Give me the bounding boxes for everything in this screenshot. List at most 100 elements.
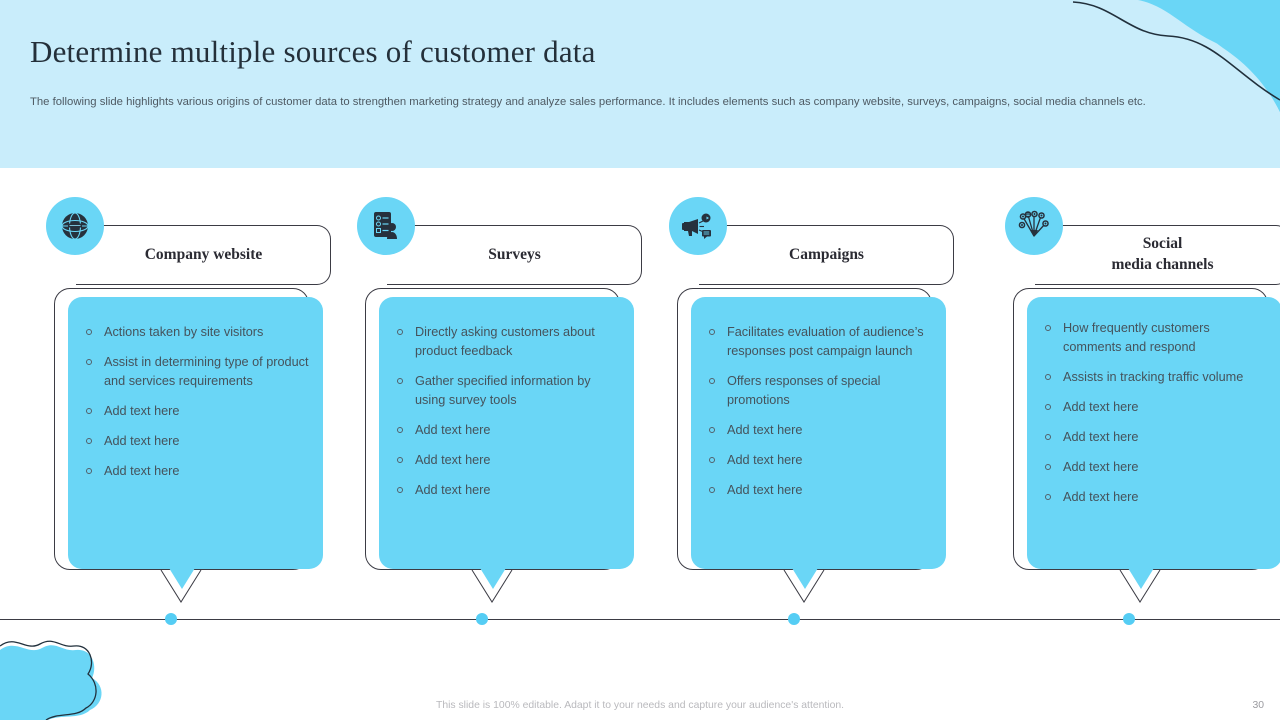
list-item: Add text here bbox=[1041, 428, 1268, 447]
page-title: Determine multiple sources of customer d… bbox=[30, 34, 596, 69]
timeline-dot[interactable] bbox=[788, 613, 800, 625]
bullet-icon bbox=[709, 377, 715, 384]
list-item: Add text here bbox=[1041, 398, 1268, 417]
timeline bbox=[0, 613, 1280, 625]
list-item: Offers responses of special promotions bbox=[705, 372, 932, 410]
card-social-media-channels[interactable]: Social media channels How frequently cus… bbox=[1005, 188, 1280, 603]
bullet-icon bbox=[86, 328, 92, 335]
bullet-icon bbox=[86, 467, 92, 474]
bullet-icon bbox=[1045, 493, 1051, 500]
list-item-label: Add text here bbox=[415, 423, 491, 437]
bullet-list: How frequently customers comments and re… bbox=[1041, 319, 1268, 507]
bullet-icon bbox=[1045, 463, 1051, 470]
list-item: Gather specified information by using su… bbox=[393, 372, 620, 410]
megaphone-icon bbox=[669, 197, 727, 255]
list-item: Add text here bbox=[82, 432, 309, 451]
social-network-icon bbox=[1005, 197, 1063, 255]
bullet-list: Facilitates evaluation of audience’s res… bbox=[705, 323, 932, 500]
list-item-label: Add text here bbox=[1063, 460, 1139, 474]
bubble-tail-icon bbox=[160, 568, 202, 603]
card-title: Campaigns bbox=[789, 245, 864, 263]
card-header: Campaigns bbox=[699, 225, 954, 285]
list-item-label: Add text here bbox=[104, 404, 180, 418]
bullet-icon bbox=[86, 437, 92, 444]
bubble-tail-icon bbox=[471, 568, 513, 603]
list-item: Add text here bbox=[705, 451, 932, 470]
list-item-label: How frequently customers comments and re… bbox=[1063, 321, 1210, 354]
list-item: How frequently customers comments and re… bbox=[1041, 319, 1268, 357]
list-item-label: Add text here bbox=[1063, 400, 1139, 414]
list-item-label: Add text here bbox=[104, 434, 180, 448]
list-item-label: Add text here bbox=[727, 423, 803, 437]
list-item: Add text here bbox=[82, 462, 309, 481]
card-title: Surveys bbox=[488, 245, 541, 263]
bullet-icon bbox=[397, 486, 403, 493]
list-item: Add text here bbox=[82, 402, 309, 421]
timeline-dot[interactable] bbox=[165, 613, 177, 625]
bullet-icon bbox=[397, 328, 403, 335]
list-item-label: Actions taken by site visitors bbox=[104, 325, 264, 339]
timeline-dot[interactable] bbox=[1123, 613, 1135, 625]
list-item-label: Assist in determining type of product an… bbox=[104, 355, 309, 388]
bullet-icon bbox=[1045, 403, 1051, 410]
bullet-icon bbox=[86, 358, 92, 365]
list-item-label: Gather specified information by using su… bbox=[415, 374, 591, 407]
bullet-icon bbox=[709, 328, 715, 335]
list-item-label: Add text here bbox=[727, 453, 803, 467]
bullet-icon bbox=[1045, 324, 1051, 331]
header-band bbox=[0, 0, 1280, 168]
bullet-icon bbox=[709, 486, 715, 493]
bullet-list: Directly asking customers about product … bbox=[393, 323, 620, 500]
bullet-icon bbox=[86, 407, 92, 414]
bullet-icon bbox=[397, 426, 403, 433]
list-item-label: Add text here bbox=[1063, 490, 1139, 504]
list-item-label: Add text here bbox=[727, 483, 803, 497]
bullet-icon bbox=[709, 456, 715, 463]
timeline-line bbox=[0, 619, 1280, 620]
card-header: Social media channels bbox=[1035, 225, 1280, 285]
bubble-tail-icon bbox=[783, 568, 825, 603]
footer-note: This slide is 100% editable. Adapt it to… bbox=[435, 700, 845, 711]
card-body: How frequently customers comments and re… bbox=[1013, 288, 1280, 603]
list-item: Directly asking customers about product … bbox=[393, 323, 620, 361]
bubble-tail-icon bbox=[1119, 568, 1161, 603]
globe-icon bbox=[46, 197, 104, 255]
list-item-label: Directly asking customers about product … bbox=[415, 325, 595, 358]
list-item: Add text here bbox=[705, 421, 932, 440]
list-item: Add text here bbox=[1041, 488, 1268, 507]
card-title: Company website bbox=[144, 245, 263, 263]
timeline-dot[interactable] bbox=[476, 613, 488, 625]
bullet-list: Actions taken by site visitors Assist in… bbox=[82, 323, 309, 481]
card-body: Facilitates evaluation of audience’s res… bbox=[677, 288, 954, 603]
card-body: Actions taken by site visitors Assist in… bbox=[54, 288, 331, 603]
list-item: Assists in tracking traffic volume bbox=[1041, 368, 1268, 387]
card-campaigns[interactable]: Campaigns Facilitates evaluation of audi… bbox=[669, 188, 954, 603]
card-title: Social media channels bbox=[1111, 235, 1214, 273]
cards-container: Company website Actions taken by site vi… bbox=[0, 168, 1280, 628]
card-company-website[interactable]: Company website Actions taken by site vi… bbox=[46, 188, 331, 603]
list-item: Facilitates evaluation of audience’s res… bbox=[705, 323, 932, 361]
card-body: Directly asking customers about product … bbox=[365, 288, 642, 603]
survey-clipboard-icon bbox=[357, 197, 415, 255]
list-item-label: Facilitates evaluation of audience’s res… bbox=[727, 325, 924, 358]
list-item-label: Offers responses of special promotions bbox=[727, 374, 881, 407]
bullet-icon bbox=[1045, 433, 1051, 440]
list-item: Add text here bbox=[393, 421, 620, 440]
list-item: Assist in determining type of product an… bbox=[82, 353, 309, 391]
bullet-icon bbox=[397, 377, 403, 384]
page-subtitle: The following slide highlights various o… bbox=[30, 96, 1146, 108]
list-item-label: Add text here bbox=[104, 464, 180, 478]
list-item: Add text here bbox=[393, 451, 620, 470]
list-item-label: Assists in tracking traffic volume bbox=[1063, 370, 1244, 384]
card-header: Surveys bbox=[387, 225, 642, 285]
list-item: Add text here bbox=[393, 481, 620, 500]
list-item-label: Add text here bbox=[415, 453, 491, 467]
page-number: 30 bbox=[1252, 700, 1264, 711]
bullet-icon bbox=[1045, 373, 1051, 380]
bullet-icon bbox=[709, 426, 715, 433]
list-item-label: Add text here bbox=[1063, 430, 1139, 444]
bullet-icon bbox=[397, 456, 403, 463]
list-item: Actions taken by site visitors bbox=[82, 323, 309, 342]
card-header: Company website bbox=[76, 225, 331, 285]
card-surveys[interactable]: Surveys Directly asking customers about … bbox=[357, 188, 642, 603]
